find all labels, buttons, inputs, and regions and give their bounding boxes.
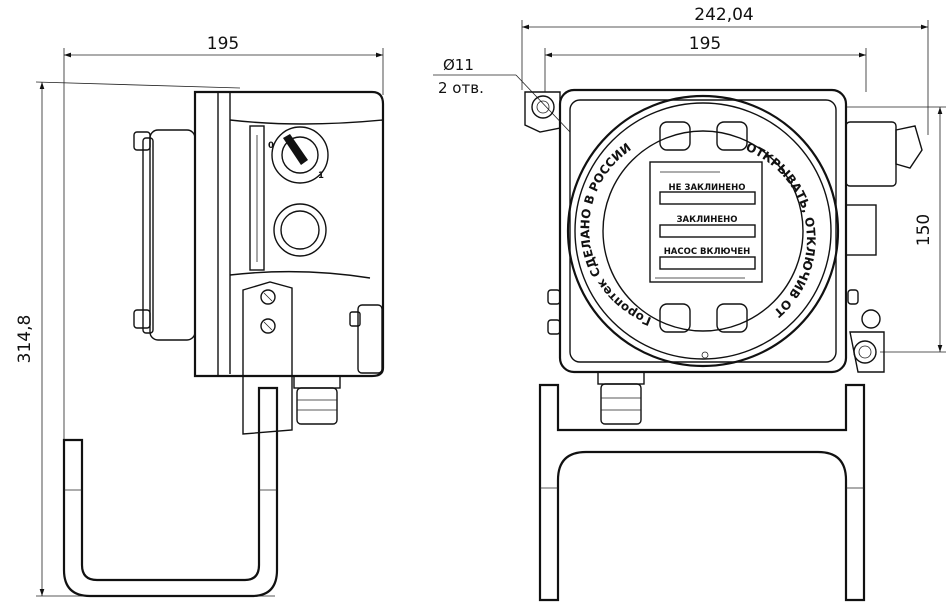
side-screw-left-bottom — [547, 319, 561, 335]
side-entry-cap — [895, 125, 923, 169]
side-entry — [845, 121, 897, 187]
ext-line — [35, 81, 241, 89]
side-cap — [357, 304, 383, 374]
hole-count-label: 2 отв. — [438, 79, 484, 97]
side-label-strip — [249, 125, 265, 271]
dim-right-width: 195 — [689, 34, 721, 54]
bracket-screw-bottom — [260, 318, 276, 334]
mount-ear-right — [849, 331, 885, 373]
ground-screw — [861, 309, 881, 329]
key-icon — [283, 134, 308, 165]
cover-lug — [716, 121, 748, 151]
indicator-pump-on — [659, 256, 756, 270]
label-not-jammed: НЕ ЗАКЛИНЕНО — [669, 183, 746, 193]
housing-body — [193, 90, 385, 378]
indicator-jammed — [659, 224, 756, 238]
rear-bolt-top — [133, 131, 151, 151]
label-jammed: ЗАКЛИНЕНО — [677, 215, 738, 225]
side-view: 195 314,8 0 1 — [15, 34, 385, 598]
side-boss — [845, 204, 877, 256]
mount-hole-left-inner — [536, 100, 550, 114]
mount-hole-left — [531, 95, 555, 119]
cover-text-left: Гороптек СДЕЛАНО В РОССИИ — [578, 140, 653, 328]
cover-lug — [659, 121, 691, 151]
panel-curve-bottom — [229, 270, 371, 279]
panel-curve-top — [229, 119, 384, 125]
front-handle-frame — [538, 383, 866, 602]
round-cover-rim — [574, 102, 832, 360]
cover-mark — [701, 351, 709, 359]
push-button[interactable] — [280, 210, 320, 250]
front-housing-inner — [569, 99, 837, 363]
front-cable-gland — [600, 383, 642, 425]
hole-diameter-label: Ø11 — [443, 56, 474, 74]
rear-gasket — [142, 137, 154, 334]
mount-hole-right-inner — [858, 345, 872, 359]
mount-hole-right — [853, 340, 877, 364]
dim-right-height: 150 — [914, 214, 934, 246]
mounting-bracket — [242, 281, 293, 435]
round-cover-outer — [566, 94, 840, 368]
front-view: 242,04 195 150 Ø11 2 отв. — [0, 0, 946, 602]
side-screw-left-top — [547, 289, 561, 305]
dim-overall-width: 242,04 — [694, 5, 753, 25]
key-switch[interactable] — [281, 136, 319, 174]
cover-lug — [716, 303, 748, 333]
push-button-ring — [273, 203, 327, 257]
key-mark-left: 0 — [268, 141, 274, 151]
key-mark-right: 1 — [318, 171, 324, 181]
gland-base — [293, 375, 341, 389]
round-cover-inner — [602, 130, 804, 332]
screw-slot — [263, 292, 273, 302]
front-gland-base — [597, 371, 645, 385]
cover-lug — [659, 303, 691, 333]
screw-slot — [263, 321, 273, 331]
side-screw-right — [847, 289, 859, 305]
rear-bolt-bottom — [133, 309, 151, 329]
hook-handle — [62, 386, 279, 598]
key-switch-ring — [271, 126, 329, 184]
cable-gland — [296, 387, 338, 425]
indicator-not-jammed — [659, 191, 756, 205]
dim-left-width: 195 — [207, 34, 239, 54]
dim-left-height: 314,8 — [15, 315, 35, 364]
mount-ear-left — [524, 91, 561, 133]
display-window — [649, 161, 763, 283]
rear-flange — [149, 129, 196, 341]
label-pump-on: НАСОС ВКЛЮЧЕН — [664, 247, 751, 257]
bracket-screw-top — [260, 289, 276, 305]
side-screw — [349, 311, 361, 327]
leader-line — [515, 74, 571, 133]
